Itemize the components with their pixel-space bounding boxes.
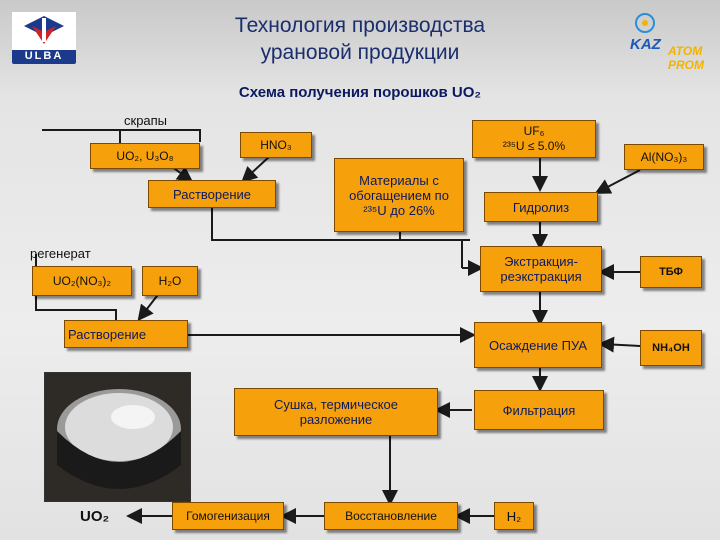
box-filtration: Фильтрация bbox=[474, 390, 604, 430]
uo2-powder-container-photo bbox=[44, 372, 191, 502]
box-uf6: UF₆ ²³⁵U ≤ 5.0% bbox=[472, 120, 596, 158]
box-hno3: HNO₃ bbox=[240, 132, 312, 158]
regenerat-label: регенерат bbox=[30, 246, 91, 261]
box-uo2-no3-2: UO₂(NO₃)₂ bbox=[32, 266, 132, 296]
box-hydrolysis: Гидролиз bbox=[484, 192, 598, 222]
uf6-label: UF₆ bbox=[523, 124, 545, 138]
box-drying: Сушка, термическое разложение bbox=[234, 388, 438, 436]
kaz-text: KAZ bbox=[630, 36, 661, 53]
ulba-logo bbox=[12, 12, 76, 64]
page-title: Технология производства урановой продукц… bbox=[150, 12, 570, 66]
box-al-no3: Al(NO₃)₃ bbox=[624, 144, 704, 170]
box-h2o: H₂O bbox=[142, 266, 198, 296]
uo2-product-label: UO₂ bbox=[80, 508, 110, 525]
box-homogenization: Гомогенизация bbox=[172, 502, 284, 530]
box-uo2-u3o8: UO₂, U₃O₈ bbox=[90, 143, 200, 169]
ulba-logo-text: ULBA bbox=[24, 50, 64, 62]
scraps-label: скрапы bbox=[124, 113, 168, 128]
box-enriched-materials: Материалы с обогащением по ²³⁵U до 26% bbox=[334, 158, 464, 232]
prom-text: PROM bbox=[668, 58, 704, 72]
box-reduction: Восстановление bbox=[324, 502, 458, 530]
box-precipitation: Осаждение ПУА bbox=[474, 322, 602, 368]
box-dissolution-2: Растворение bbox=[64, 320, 188, 348]
kazatomprom-logo: KAZ ATOM PROM bbox=[628, 12, 710, 74]
title-line-2: урановой продукции bbox=[260, 41, 460, 64]
box-extraction: Экстракция-реэкстракция bbox=[480, 246, 602, 292]
title-line-1: Технология производства bbox=[234, 14, 486, 37]
box-h2: H₂ bbox=[494, 502, 534, 530]
box-tbf: ТБФ bbox=[640, 256, 702, 288]
atom-icon bbox=[635, 13, 655, 33]
atom-text: ATOM bbox=[668, 44, 703, 58]
ulba-emblem-icon bbox=[12, 12, 76, 50]
box-nh4oh: NH₄OH bbox=[640, 330, 702, 366]
uf6-enrichment: ²³⁵U ≤ 5.0% bbox=[502, 139, 566, 153]
diagram-subtitle: Схема получения порошков UO₂ bbox=[238, 84, 482, 101]
container-photo-icon bbox=[45, 373, 190, 501]
box-dissolution-1: Растворение bbox=[148, 180, 276, 208]
